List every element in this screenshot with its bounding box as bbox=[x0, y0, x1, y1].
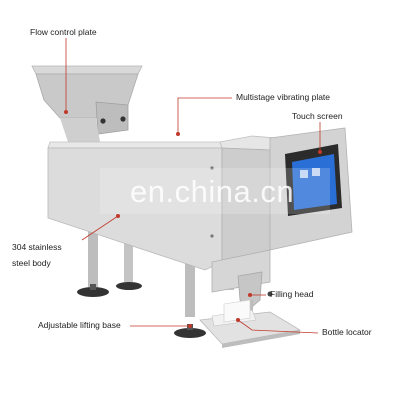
bottle-locator-plate bbox=[199, 299, 302, 348]
label-multistage-vibrating-plate: Multistage vibrating plate bbox=[236, 92, 331, 102]
callout-lines bbox=[65, 38, 321, 334]
hopper bbox=[31, 65, 143, 142]
callout-dots bbox=[64, 110, 322, 328]
label-flow-control-plate: Flow control plate bbox=[30, 27, 97, 37]
label-bottle-locator: Bottle locator bbox=[322, 327, 372, 337]
callout-stainless-body bbox=[81, 215, 119, 241]
label-adjustable-lifting-base: Adjustable lifting base bbox=[38, 320, 121, 330]
label-filling-head: Filling head bbox=[270, 289, 314, 299]
callout-vibrating-plate bbox=[177, 97, 232, 134]
label-stainless-body-line1: 304 stainless bbox=[12, 242, 62, 252]
callout-bottle-locator bbox=[237, 319, 319, 334]
label-touch-screen: Touch screen bbox=[292, 111, 343, 121]
watermark-band bbox=[100, 168, 330, 214]
machine-feet bbox=[77, 282, 206, 338]
touch-screen-display bbox=[292, 154, 337, 210]
label-stainless-body-line2: steel body bbox=[12, 258, 51, 268]
touch-screen-housing bbox=[269, 127, 353, 251]
watermark-text: en.china.cn bbox=[130, 174, 295, 209]
